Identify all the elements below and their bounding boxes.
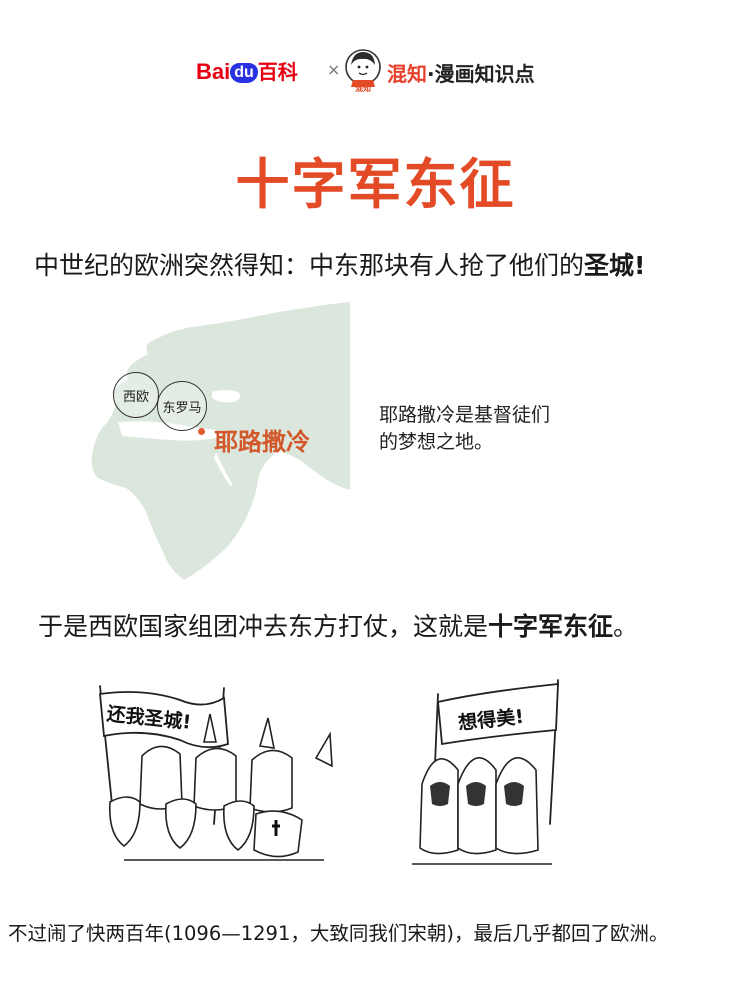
shield-3 <box>222 800 255 852</box>
crusade-sentence-end: 。 <box>613 612 639 641</box>
brand-dot: · <box>427 62 435 86</box>
defender-1-face <box>430 782 450 806</box>
defender-3-face <box>504 782 524 806</box>
collab-separator: × <box>327 60 341 79</box>
crusade-sentence-bold: 十字军东征 <box>488 612 614 641</box>
conclusion-sentence: 不过闹了快两百年(1096—1291，大致同我们宋朝)，最后几乎都回了欧洲。 <box>8 922 669 945</box>
map-note: 耶路撒冷是基督徒们 的梦想之地。 <box>379 402 550 456</box>
map-circle-east-rome: 东罗马 <box>157 381 207 431</box>
map-note-line-1: 耶路撒冷是基督徒们 <box>379 404 551 426</box>
map-landmass <box>91 302 350 580</box>
map-label-west-europe: 西欧 <box>122 389 149 405</box>
mascot-label: 混知 <box>355 83 371 92</box>
map-note-line-2: 的梦想之地。 <box>379 431 494 453</box>
crusaders-illustration: 还我圣城! <box>99 685 333 861</box>
intro-sentence-bold: 圣城! <box>584 251 646 280</box>
knight-2-helmet <box>193 747 237 811</box>
defenders-illustration: 想得美! <box>412 679 559 865</box>
sword-1 <box>203 713 217 743</box>
map-label-jerusalem: 耶路撒冷 <box>214 428 310 456</box>
knight-3-tunic <box>253 810 303 858</box>
crusade-sentence-text: 于是西欧国家组团冲去东方打仗，这就是 <box>38 612 489 641</box>
brand-suffix: 漫画知识点 <box>434 62 535 86</box>
knight-3-helmet <box>249 749 293 813</box>
crusade-sentence: 于是西欧国家组团冲去东方打仗，这就是十字军东征。 <box>38 607 638 643</box>
defender-1-robe <box>419 758 459 855</box>
defender-3-robe <box>495 757 539 855</box>
page-title: 十字军东征 <box>235 153 516 216</box>
map-label-east-rome: 东罗马 <box>162 400 202 416</box>
brand-name: 混知·漫画知识点 <box>387 58 535 87</box>
banner-cloth-left <box>99 691 229 749</box>
jerusalem-marker <box>198 428 205 435</box>
map-sea-red <box>214 452 232 486</box>
banner-cloth-right <box>437 682 559 746</box>
baidu-du-paw: du <box>230 63 258 83</box>
mascot-avatar-icon: 混知 <box>345 49 381 92</box>
sword-2 <box>258 717 276 749</box>
map-sea-med <box>118 421 222 441</box>
defender-2-face <box>466 782 486 806</box>
intro-sentence: 中世纪的欧洲突然得知：中东那块有人抢了他们的圣城! <box>34 246 645 282</box>
brand-name-main: 混知 <box>387 62 427 86</box>
baidu-bai-text: Bai <box>196 59 231 84</box>
map-circle-west-europe: 西欧 <box>113 372 159 418</box>
shield-2 <box>164 798 197 850</box>
cross-emblem <box>272 820 280 836</box>
map-sea-black <box>212 390 241 403</box>
baidu-baike-text: 百科 <box>257 60 298 84</box>
sword-3 <box>314 731 333 768</box>
europe-middle-east-map <box>91 302 350 580</box>
shield-1 <box>108 796 141 848</box>
intro-sentence-text: 中世纪的欧洲突然得知：中东那块有人抢了他们的 <box>34 251 585 280</box>
